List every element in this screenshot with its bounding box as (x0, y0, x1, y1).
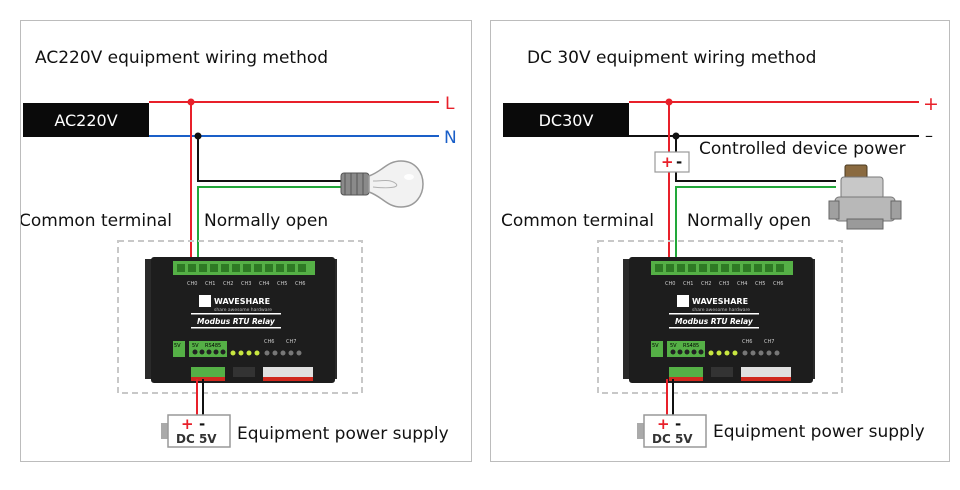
model-label: Modbus RTU Relay (675, 317, 754, 326)
bulb-neutral-wire (197, 136, 343, 182)
terminal-label-ch2: CH2 (223, 281, 233, 287)
terminal-label-ch4: CH4 (259, 281, 269, 287)
brand-label: WAVESHARE (692, 297, 748, 306)
dc30v-diagram: DC 30V equipment wiring method DC30V + –… (501, 48, 939, 448)
ac220v-panel: AC220V equipment wiring method AC220V L … (20, 20, 472, 462)
panel-title: DC 30V equipment wiring method (527, 48, 816, 68)
normally-open-label: Normally open (687, 211, 811, 231)
ac220v-diagram: AC220V equipment wiring method AC220V L … (21, 48, 457, 448)
terminal-label-ch6: CH6 (773, 281, 783, 287)
psu-plus: + (181, 415, 194, 433)
source-label: AC220V (54, 111, 117, 130)
psu-label: DC 5V (652, 432, 693, 446)
source-box (503, 103, 629, 137)
psu-label: DC 5V (176, 432, 217, 446)
ch7-label: CH7 (764, 339, 774, 345)
ch7-label: CH7 (286, 339, 296, 345)
device-minus-wire (675, 136, 836, 182)
rs485-label: RS485 (205, 343, 221, 349)
brand-tagline: share awesome hardware (692, 307, 750, 313)
waveshare-logo-icon (199, 295, 211, 307)
model-label: Modbus RTU Relay (197, 317, 276, 326)
power-supply-icon: + - DC 5V (637, 414, 707, 448)
device-power-label: Controlled device power (699, 139, 906, 159)
power-5v-label: 5V (652, 343, 659, 349)
terminal-label-ch6: CH6 (295, 281, 305, 287)
device-plus: + (661, 153, 674, 171)
psu-minus: - (675, 415, 681, 433)
relay-dashed-outline (597, 240, 843, 394)
terminal-label-ch5: CH5 (755, 281, 765, 287)
common-terminal-label: Common terminal (21, 211, 172, 231)
terminal-label-ch0: CH0 (187, 281, 197, 287)
device-minus: - (676, 153, 682, 171)
ch6-label: CH6 (742, 339, 752, 345)
psu-plus: + (657, 415, 670, 433)
relay-dashed-outline (117, 240, 363, 394)
solenoid-valve-icon (828, 164, 902, 230)
power-5v-label: 5V (174, 343, 181, 349)
live-label: L (445, 94, 455, 114)
power-supply-icon: + - DC 5V (161, 414, 231, 448)
relay-module-icon: CH0 CH1 CH2 CH3 CH4 CH5 CH6 WAVESHARE sh… (623, 257, 815, 383)
psu-caption: Equipment power supply (237, 424, 449, 444)
lightbulb-icon (340, 160, 424, 208)
panel-title: AC220V equipment wiring method (35, 48, 328, 68)
rs485-5v-label: 5V (192, 343, 199, 349)
rs485-5v-label: 5V (670, 343, 677, 349)
relay-module-icon: CH0 CH1 CH2 CH3 CH4 CH5 CH6 WAVESHARE sh… (145, 257, 337, 383)
source-box (23, 103, 149, 137)
terminal-label-ch3: CH3 (719, 281, 729, 287)
psu-caption: Equipment power supply (713, 422, 925, 442)
normally-open-label: Normally open (204, 211, 328, 231)
no-wire (675, 186, 836, 264)
rs485-label: RS485 (683, 343, 699, 349)
waveshare-logo-icon (677, 295, 689, 307)
terminal-label-ch4: CH4 (737, 281, 747, 287)
brand-label: WAVESHARE (214, 297, 270, 306)
terminal-label-ch1: CH1 (683, 281, 693, 287)
terminal-label-ch0: CH0 (665, 281, 675, 287)
terminal-label-ch2: CH2 (701, 281, 711, 287)
neutral-label: N (444, 128, 457, 148)
terminal-label-ch5: CH5 (277, 281, 287, 287)
no-wire (197, 186, 343, 264)
minus-label: – (925, 126, 933, 145)
terminal-label-ch3: CH3 (241, 281, 251, 287)
device-polarity-box (654, 151, 690, 173)
source-label: DC30V (539, 111, 594, 130)
dc30v-panel: DC 30V equipment wiring method DC30V + –… (490, 20, 950, 462)
ch6-label: CH6 (264, 339, 274, 345)
plus-label: + (923, 93, 939, 115)
terminal-label-ch1: CH1 (205, 281, 215, 287)
brand-tagline: share awesome hardware (214, 307, 272, 313)
common-terminal-label: Common terminal (501, 211, 654, 231)
psu-minus: - (199, 415, 205, 433)
